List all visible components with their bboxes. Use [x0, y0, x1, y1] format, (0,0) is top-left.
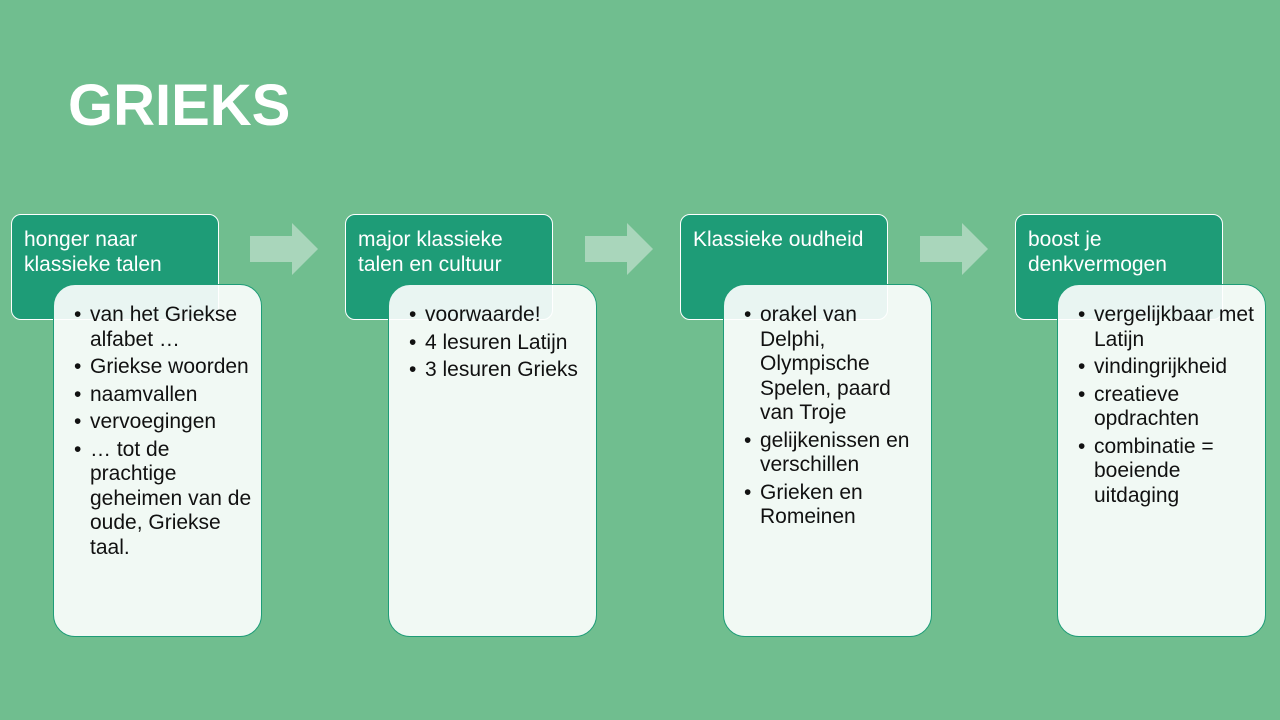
- step-3-header-text: Klassieke oudheid: [693, 228, 864, 251]
- list-item: •4 lesuren Latijn: [409, 330, 568, 354]
- list-item: •van het Griekse alfabet …: [74, 303, 238, 351]
- list-item: •vindingrijkheid: [1078, 355, 1228, 378]
- step-2-details: •voorwaarde! •4 lesuren Latijn •3 lesure…: [388, 284, 597, 637]
- arrow-shape: [920, 223, 988, 275]
- list-item: •voorwaarde!: [409, 303, 541, 326]
- list-item: •combinatie = boeiende uitdaging: [1078, 434, 1214, 507]
- arrow-right-icon: [920, 223, 988, 275]
- list-item: •naamvallen: [74, 382, 198, 406]
- step-4-header-text: boost je denkvermogen: [1028, 228, 1167, 276]
- list-item: •Grieken en Romeinen: [744, 480, 863, 529]
- list-item: •orakel van Delphi, Olympische Spelen, p…: [744, 303, 891, 424]
- list-item: •vergelijkbaar met Latijn: [1078, 303, 1254, 351]
- arrow-shape: [250, 223, 318, 275]
- arrow-right-icon: [585, 223, 653, 275]
- step-2-header: major klassieke talen en cultuur: [345, 214, 553, 320]
- arrow-right-icon: [250, 223, 318, 275]
- list-item: •gelijkenissen en verschillen: [744, 428, 910, 477]
- step-1-details: •van het Griekse alfabet … •Griekse woor…: [53, 284, 262, 637]
- list-item: •3 lesuren Grieks: [409, 358, 578, 381]
- list-item: •creatieve opdrachten: [1078, 382, 1200, 431]
- step-3-details: •orakel van Delphi, Olympische Spelen, p…: [723, 284, 932, 637]
- list-item: •Griekse woorden: [74, 355, 249, 378]
- list-item: •vervoegingen: [74, 410, 217, 433]
- slide-title: GRIEKS: [68, 73, 291, 138]
- step-4-details: •vergelijkbaar met Latijn •vindingrijkhe…: [1057, 284, 1266, 637]
- step-2-header-text: major klassieke talen en cultuur: [358, 228, 503, 276]
- list-item: •… tot de prachtige geheimen van de oude…: [74, 437, 252, 559]
- step-1-header-text: honger naar klassieke talen: [24, 228, 162, 276]
- arrow-shape: [585, 223, 653, 275]
